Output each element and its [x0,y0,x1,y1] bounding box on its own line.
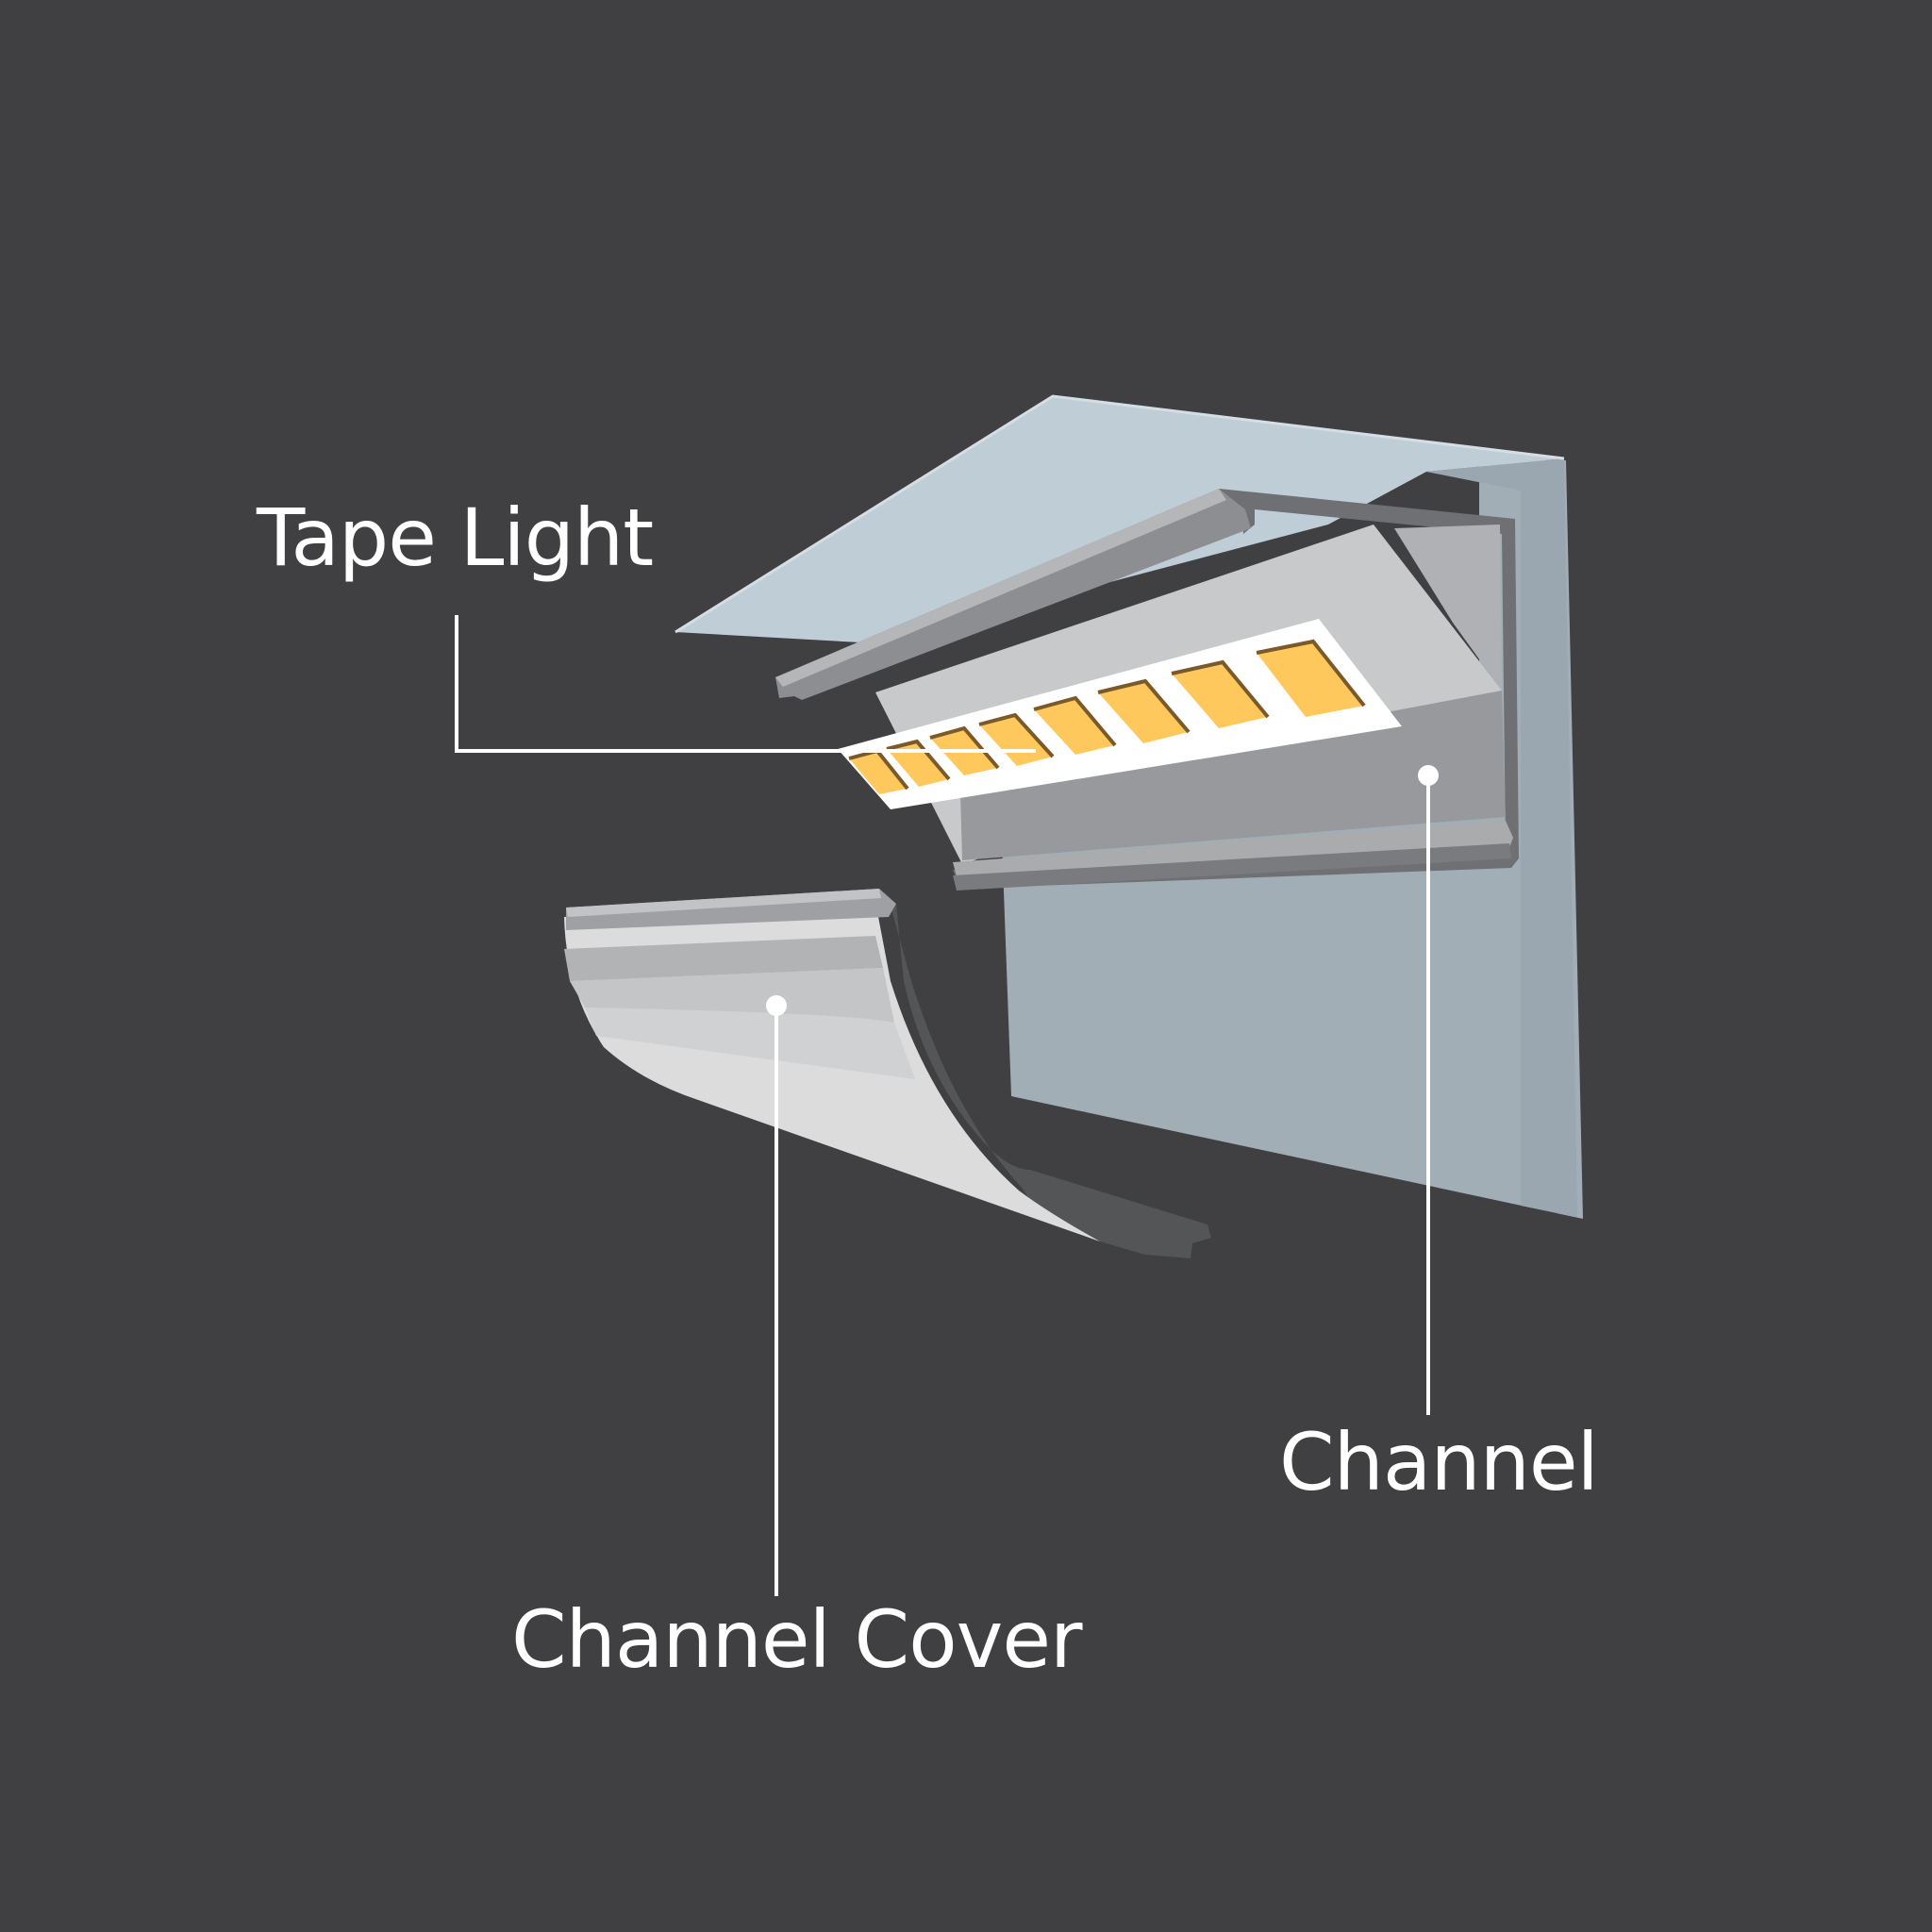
channel-inner-wall [960,691,1506,860]
leader-lines [455,615,1439,1596]
wall-upper-right [1426,458,1577,1217]
led-chip-edge [1171,659,1270,719]
channel-cover-leader-dot [766,995,787,1016]
ceiling-surface [675,396,1564,643]
led-chip [1257,641,1364,717]
channel-cover-top-lip-highlight [566,889,881,917]
channel-label: Channel [1279,1416,1599,1508]
led-chip-edge [1033,695,1117,747]
led-chip [1034,698,1115,755]
channel-cover-dark-edge [879,892,1211,1258]
channel-leader-dot [1418,765,1439,786]
channel-bottom-flange-edge [953,843,1511,891]
tape-light-leader-line [455,615,1036,753]
channel-cover [564,889,1211,1258]
led-chip [849,751,908,794]
channel-cover-band-top [564,936,883,981]
ceiling-edge [675,394,1565,634]
channel-top-flange-highlight [775,489,1226,687]
led-chip-edge [929,725,1000,770]
channel-top-flange [775,489,1251,700]
led-chip-edge [1097,678,1191,734]
led-chips [848,639,1366,794]
led-chip [1172,662,1268,728]
led-chip [1098,681,1189,743]
led-chip-edge [978,712,1055,758]
led-chip [979,715,1053,766]
channel-cover-band-mid [570,968,894,1023]
led-chip-edge [886,739,951,781]
tape-light-label: Tape Light [257,491,654,584]
channel-cover-label: Channel Cover [511,1593,1083,1686]
channel-interior-back [1394,525,1502,691]
led-chip-edge [1256,639,1366,708]
channel-cover-band-low [585,1008,915,1079]
